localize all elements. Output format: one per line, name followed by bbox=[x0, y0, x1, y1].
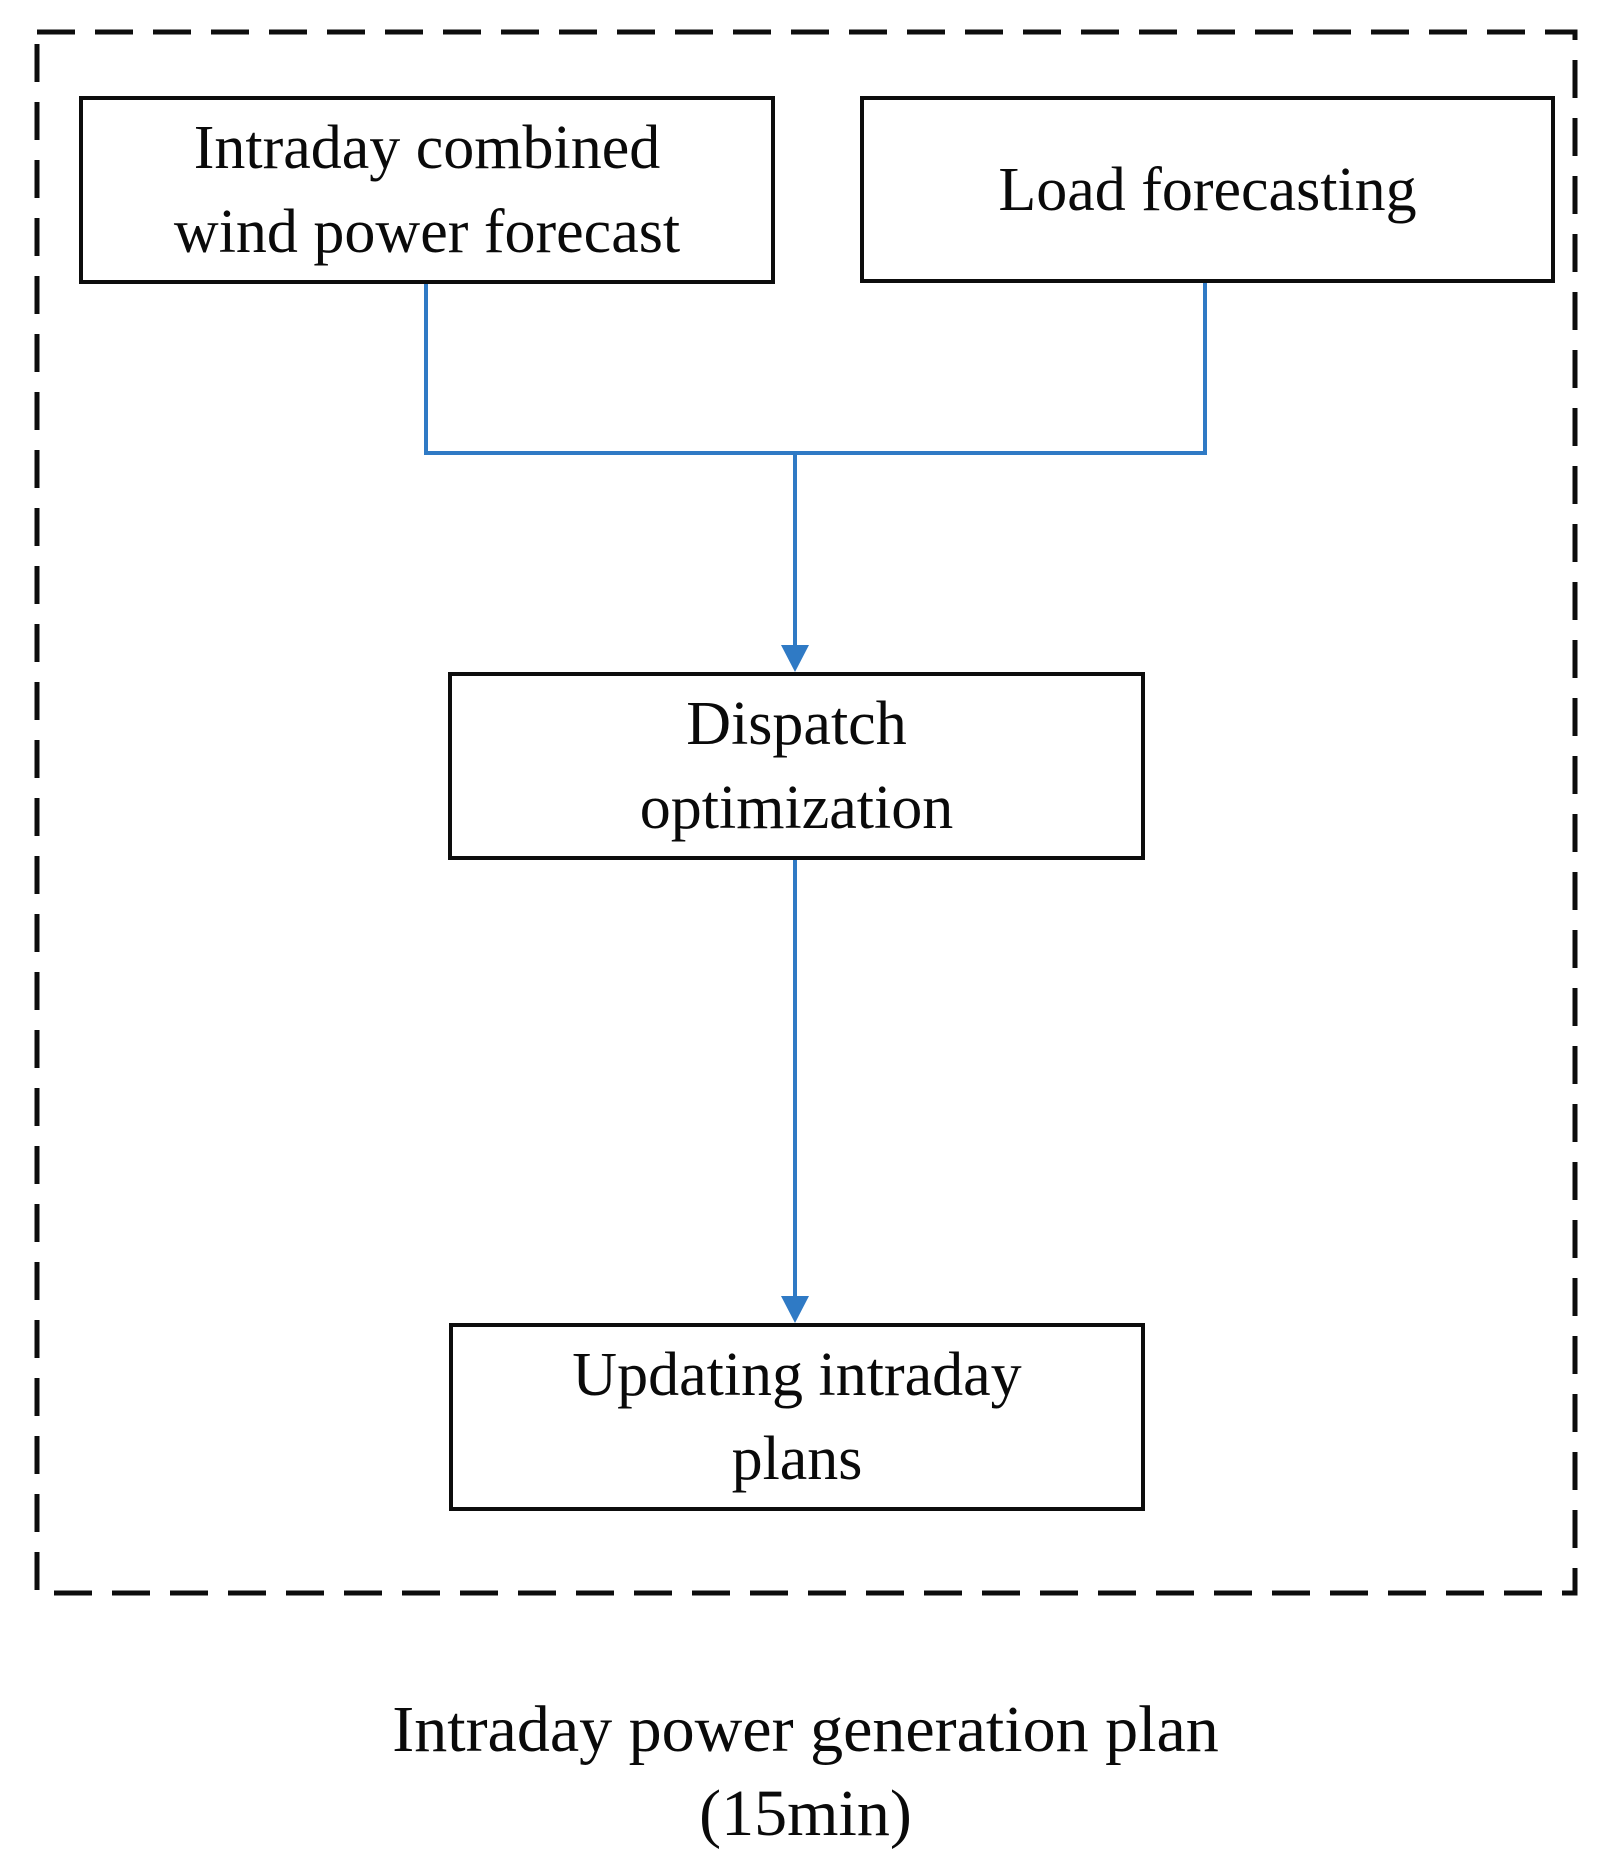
box-label-line: Dispatch bbox=[686, 690, 907, 758]
arrow-down-icon bbox=[781, 645, 809, 672]
box-updating-intraday-plans: Updating intraday plans bbox=[449, 1323, 1145, 1511]
caption-line: Intraday power generation plan bbox=[392, 1693, 1219, 1766]
connector-lines bbox=[424, 283, 1207, 1312]
box-label-line: Load forecasting bbox=[998, 155, 1417, 224]
dashed-boundary-border bbox=[34, 29, 1578, 1596]
box-label-line: optimization bbox=[639, 774, 954, 842]
arrow-down-icon bbox=[781, 1296, 809, 1323]
box-load-forecasting: Load forecasting bbox=[860, 96, 1555, 283]
box-intraday-combined-wind-power-forecast: Intraday combined wind power forecast bbox=[79, 96, 775, 284]
box-label-line: wind power forecast bbox=[173, 198, 681, 266]
box-label-line: plans bbox=[731, 1425, 863, 1493]
box-label-line: Updating intraday bbox=[572, 1341, 1022, 1409]
box-label-line: Intraday combined bbox=[193, 114, 661, 182]
figure-caption: Intraday power generation plan (15min) bbox=[0, 1688, 1611, 1856]
box-dispatch-optimization: Dispatch optimization bbox=[448, 672, 1145, 860]
caption-line: (15min) bbox=[699, 1777, 912, 1850]
